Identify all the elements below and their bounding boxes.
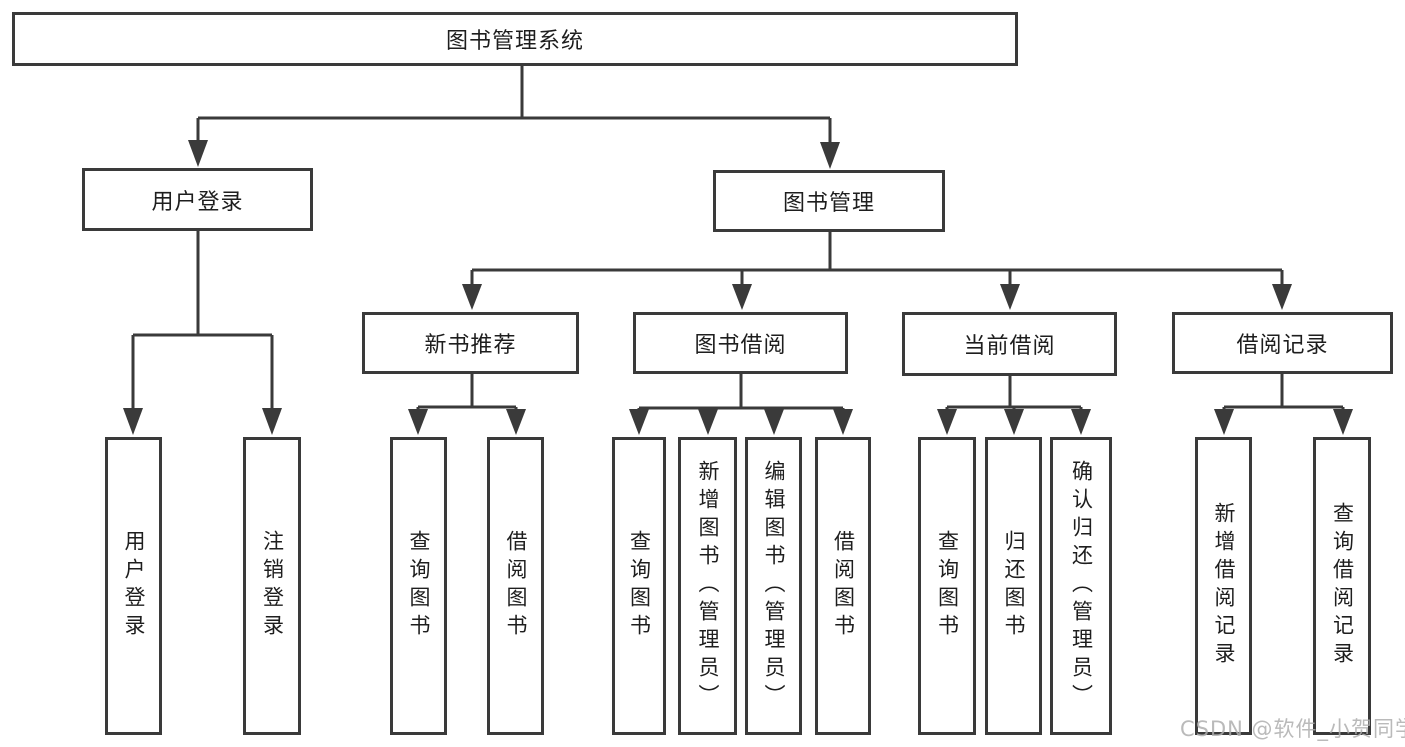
arrowhead-icon [1004, 409, 1024, 435]
leaf-query-books-2: 查询图书 [612, 437, 666, 735]
node-label: 查询借阅记录 [1330, 502, 1355, 670]
node-label: 新增图书（管理员） [696, 460, 721, 712]
node-label: 注销登录 [260, 530, 285, 642]
node-label: 用户登录 [122, 530, 147, 642]
leaf-query-books-3: 查询图书 [918, 437, 976, 735]
arrowhead-icon [262, 408, 282, 435]
node-label: 编辑图书（管理员） [762, 460, 787, 712]
node-root-library-system: 图书管理系统 [12, 12, 1018, 66]
arrowhead-icon [833, 409, 853, 435]
arrowhead-icon [698, 409, 718, 435]
node-label: 借阅图书 [504, 530, 529, 642]
leaf-query-books-1: 查询图书 [390, 437, 447, 735]
arrowhead-icon [462, 284, 482, 310]
leaf-logout: 注销登录 [243, 437, 301, 735]
leaf-add-books-admin: 新增图书（管理员） [678, 437, 737, 735]
node-label: 图书管理系统 [445, 29, 584, 54]
arrowhead-icon [1071, 409, 1091, 435]
node-label: 查询图书 [407, 530, 432, 642]
node-label: 确认归还（管理员） [1069, 460, 1094, 712]
arrowhead-icon [629, 409, 649, 435]
leaf-return-books: 归还图书 [985, 437, 1042, 735]
leaf-add-borrow-record: 新增借阅记录 [1195, 437, 1252, 735]
arrowhead-icon [188, 140, 208, 167]
arrowhead-icon [1214, 409, 1234, 435]
node-label: 当前借阅 [963, 334, 1056, 359]
node-label: 新增借阅记录 [1212, 502, 1237, 670]
arrowhead-icon [732, 284, 752, 310]
connector-new-book-split [416, 374, 518, 414]
csdn-watermark: CSDN @软件_小贺同学 [1180, 717, 1405, 741]
node-borrow-records: 借阅记录 [1172, 312, 1393, 374]
connector-root-split [196, 66, 832, 144]
leaf-borrow-books-2: 借阅图书 [815, 437, 871, 735]
node-current-borrowing: 当前借阅 [902, 312, 1117, 376]
leaf-query-borrow-record: 查询借阅记录 [1313, 437, 1371, 735]
connector-book-borrow-split [637, 374, 845, 414]
arrowhead-icon [764, 409, 784, 435]
arrowhead-icon [1272, 284, 1292, 310]
node-label: 图书借阅 [694, 333, 787, 358]
node-label: 用户登录 [151, 189, 244, 215]
node-label: 借阅图书 [831, 530, 856, 642]
arrowhead-icon [408, 409, 428, 435]
arrowhead-icon [1000, 284, 1020, 310]
node-label: 查询图书 [627, 530, 652, 642]
leaf-borrow-books-1: 借阅图书 [487, 437, 544, 735]
node-user-login: 用户登录 [82, 168, 313, 231]
arrowhead-icon [937, 409, 957, 435]
leaf-confirm-return-admin: 确认归还（管理员） [1050, 437, 1112, 735]
node-book-borrowing: 图书借阅 [633, 312, 848, 374]
arrowhead-icon [1333, 409, 1353, 435]
connector-borrow-record-split [1222, 374, 1345, 414]
node-book-management: 图书管理 [713, 170, 945, 232]
node-label: 图书管理 [782, 191, 875, 216]
arrowhead-icon [506, 409, 526, 435]
leaf-user-login: 用户登录 [105, 437, 162, 735]
leaf-edit-books-admin: 编辑图书（管理员） [745, 437, 802, 735]
node-label: 新书推荐 [424, 333, 517, 358]
node-label: 借阅记录 [1236, 333, 1329, 358]
node-new-book-recommend: 新书推荐 [362, 312, 579, 374]
node-label: 归还图书 [1002, 530, 1027, 642]
connector-book-mgmt-split [470, 232, 1284, 288]
connector-current-borrow-split [945, 376, 1083, 414]
node-label: 查询图书 [935, 530, 960, 642]
connector-user-login-split [131, 231, 274, 412]
arrowhead-icon [820, 142, 840, 169]
arrowhead-icon [123, 408, 143, 435]
